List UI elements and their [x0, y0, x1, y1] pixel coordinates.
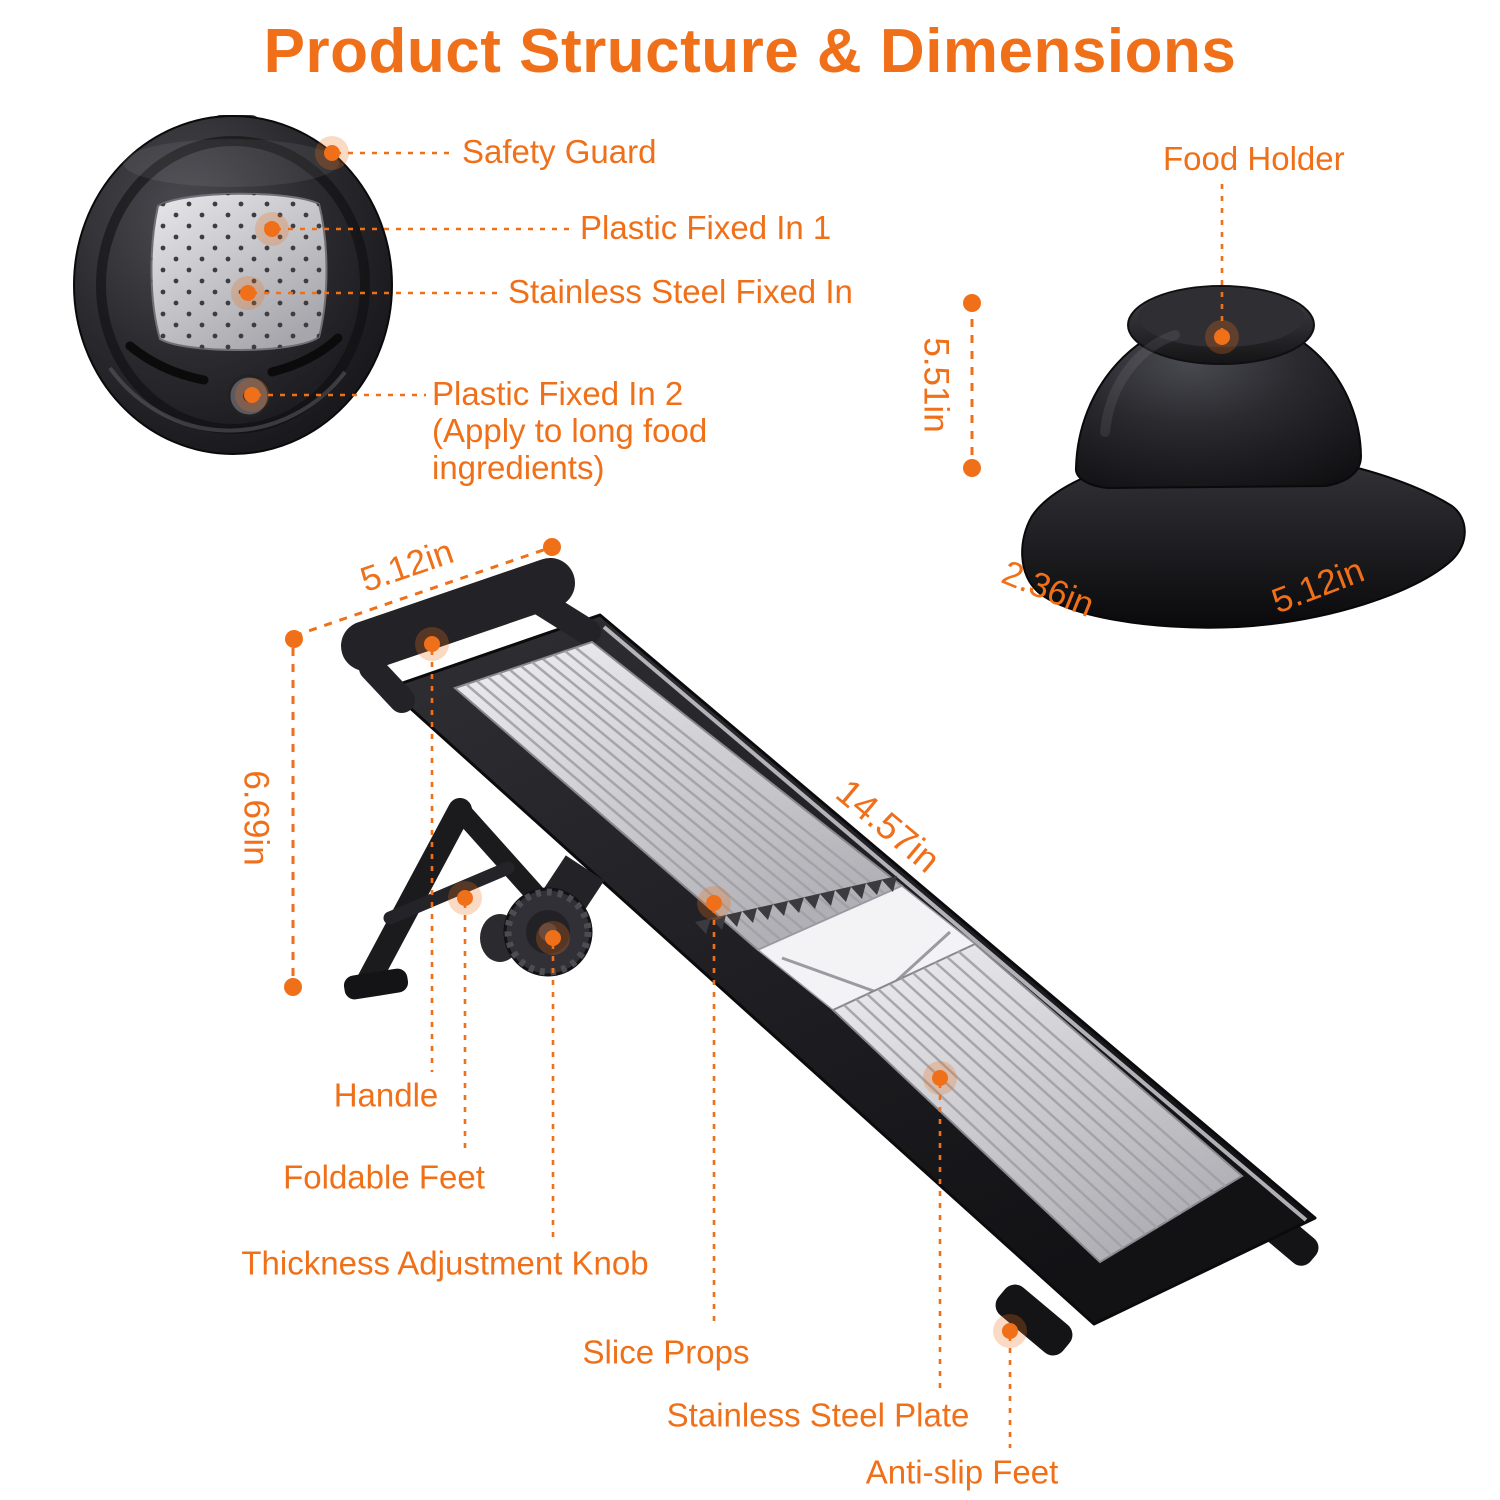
- label-stainless-steel-fixed-in: Stainless Steel Fixed In: [508, 273, 853, 310]
- label-foldable-feet: Foldable Feet: [283, 1158, 485, 1196]
- food-holder-illustration: [1021, 285, 1466, 629]
- label-plastic-fixed-2-line3: ingredients): [432, 448, 605, 486]
- label-plastic-fixed-2: Plastic Fixed In 2 (Apply to long food i…: [432, 375, 708, 487]
- label-plastic-fixed-2-line2: (Apply to long food: [432, 411, 708, 449]
- guard-plate-perforations: [151, 193, 327, 351]
- label-thickness-adjustment-knob: Thickness Adjustment Knob: [241, 1244, 649, 1282]
- slicer-teeth: [695, 876, 897, 934]
- dim-slicer-height: 6.69in: [236, 770, 276, 866]
- label-slice-props: Slice Props: [582, 1333, 750, 1371]
- annotation-lines: [231, 136, 1239, 1448]
- slicer-plate-grooves: [843, 950, 1226, 1256]
- slicer-foldable-feet: [343, 798, 555, 1000]
- anchor-points: [231, 136, 1239, 1348]
- slicer-anti-slip-foot: [995, 1284, 1073, 1356]
- label-plastic-fixed-1: Plastic Fixed In 1: [580, 209, 832, 246]
- label-handle: Handle: [333, 1076, 439, 1114]
- label-food-holder: Food Holder: [1163, 140, 1345, 177]
- mandoline-slicer-illustration: [341, 558, 1319, 1356]
- slicer-handle: [341, 558, 601, 713]
- dimline-slicer-width: [293, 545, 553, 638]
- page-title: Product Structure & Dimensions: [263, 17, 1237, 86]
- safety-guard-illustration: [73, 115, 393, 455]
- dim-food-holder-height: 5.51in: [916, 337, 956, 433]
- label-plastic-fixed-2-line1: Plastic Fixed In 2: [432, 375, 684, 412]
- holder-dome: [1074, 315, 1363, 490]
- label-stainless-steel-plate: Stainless Steel Plate: [666, 1396, 970, 1434]
- slicer-ramp-grooves: [465, 647, 886, 946]
- label-safety-guard: Safety Guard: [462, 133, 657, 170]
- label-anti-slip-feet: Anti-slip Feet: [865, 1453, 1059, 1491]
